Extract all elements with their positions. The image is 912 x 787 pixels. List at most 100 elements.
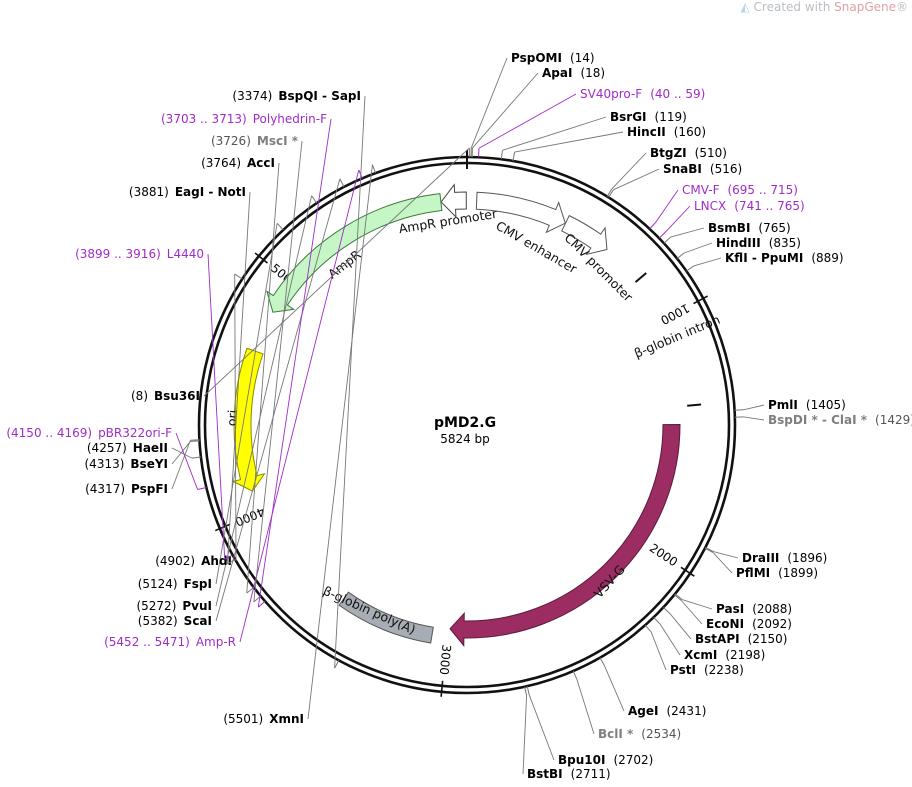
site-label-hincii: HincII(160) xyxy=(627,125,706,139)
plasmid-length: 5824 bp xyxy=(440,432,490,446)
site-leader-bsrgi xyxy=(502,116,607,151)
site-name: XcmI xyxy=(684,648,717,662)
site-position: (4257) xyxy=(87,441,127,455)
intron-start-mark xyxy=(634,272,647,283)
site-tick-eagi-noti xyxy=(227,558,236,565)
site-leader-pflmi xyxy=(712,552,733,574)
site-label-ahdi: (4902)AhdI xyxy=(155,554,232,568)
site-position: (695 .. 715) xyxy=(727,183,797,197)
site-label-msci: (3726)MscI * xyxy=(211,134,299,148)
site-leader-haeii xyxy=(171,447,193,459)
snapgene-logo-icon: ◭ xyxy=(740,0,750,14)
site-tick-haeii xyxy=(191,456,201,459)
site-label-l4440: (3899 .. 3916)L4440 xyxy=(75,247,204,261)
site-name: BstAPI xyxy=(695,632,740,646)
site-label-eagi-noti: (3881)EagI - NotI xyxy=(129,185,246,199)
site-name: BsmBI xyxy=(708,221,750,235)
site-tick-bseyi xyxy=(190,440,200,442)
site-label-cmv-f: CMV-F(695 .. 715) xyxy=(682,183,798,197)
site-tick-pbr322ori-f xyxy=(197,486,207,491)
site-position: (516) xyxy=(710,162,742,176)
tick-5000 xyxy=(254,252,268,264)
site-label-bsu36i: (8)Bsu36I xyxy=(131,389,200,403)
site-label-bspqi-sapi: (3374)BspQI - SapI xyxy=(232,89,361,103)
site-label-pflmi: PflMI (1899) xyxy=(736,566,818,580)
feature-cmv-promoter xyxy=(561,214,608,256)
site-name: PmlI xyxy=(768,398,798,412)
site-name: Amp-R xyxy=(196,635,236,649)
site-name: PspFI xyxy=(131,482,168,496)
site-leader-pspfi xyxy=(171,440,191,490)
site-name: L4440 xyxy=(167,247,204,261)
site-leader-bcli xyxy=(576,679,595,735)
site-label-pasi: PasI(2088) xyxy=(716,602,792,616)
site-leader-apai xyxy=(472,72,539,149)
site-leader-btgzi xyxy=(611,152,647,190)
site-leader-ahdi xyxy=(234,274,237,562)
site-tick-hindiii xyxy=(676,252,685,259)
site-name: SnaBI xyxy=(663,162,702,176)
feature-vsv-g xyxy=(449,424,681,648)
site-tick-econi xyxy=(674,594,682,601)
site-position: (2711) xyxy=(571,767,611,781)
site-label-amp-r: (5452 .. 5471)Amp-R xyxy=(104,635,236,649)
site-name: HaeII xyxy=(133,441,168,455)
site-position: (2702) xyxy=(613,753,653,767)
site-name: EcoNI xyxy=(706,617,744,631)
site-leader-bspdi-clai xyxy=(743,416,765,421)
site-tick-xmni xyxy=(371,164,376,174)
site-label-bspdi-clai: BspDI * - ClaI *(1429) xyxy=(768,413,912,427)
site-position: (2431) xyxy=(666,704,706,718)
site-leader-snabi xyxy=(613,168,660,191)
plasmid-name: pMD2.G xyxy=(434,415,496,431)
site-tick-bstbi xyxy=(524,686,528,696)
tick-label-2000: 2000 xyxy=(647,541,680,570)
site-name: PflMI xyxy=(736,566,770,580)
site-label-pspomi: PspOMI(14) xyxy=(511,51,595,65)
feature-ampr xyxy=(266,193,443,313)
site-leader-l4440 xyxy=(207,253,226,560)
site-name: BtgZI xyxy=(650,146,687,160)
site-position: (2238) xyxy=(704,663,744,677)
tick-2000 xyxy=(680,566,695,577)
plasmid-backbone xyxy=(197,150,737,695)
site-position: (5272) xyxy=(136,599,176,613)
site-tick-xcmi xyxy=(653,616,661,625)
site-leader-fspi xyxy=(215,223,278,585)
site-name: Polyhedrin-F xyxy=(253,112,327,126)
site-tick-ahdi xyxy=(234,273,243,280)
site-position: (4902) xyxy=(155,554,195,568)
site-leader-econi xyxy=(680,600,703,625)
site-leader-psti xyxy=(650,631,667,671)
site-label-scai: (5382)ScaI xyxy=(138,614,212,628)
site-label-snabi: SnaBI (516) xyxy=(663,162,742,176)
site-name: PspOMI xyxy=(511,51,562,65)
site-position: (835) xyxy=(769,236,801,250)
site-label-fspi: (5124)FspI xyxy=(138,577,212,591)
site-tick-pasi xyxy=(674,593,683,600)
site-position: (18) xyxy=(580,66,605,80)
site-name: AccI xyxy=(247,156,275,170)
site-tick-draiii xyxy=(705,547,714,553)
site-leader-hincii xyxy=(514,131,624,153)
site-name: DraIII xyxy=(742,551,779,565)
site-position: (1899) xyxy=(778,566,818,580)
site-labels: PspOMI(14)ApaI(18)SV40pro-F(40 .. 59)Bsr… xyxy=(6,51,912,781)
site-tick-bpu10i xyxy=(526,686,530,696)
site-tick-kfli-ppumi xyxy=(686,265,695,272)
site-label-pbr322ori-f: (4150 .. 4169)pBR322ori-F xyxy=(6,426,172,440)
site-name: AgeI xyxy=(628,704,658,718)
site-position: (1896) xyxy=(787,551,827,565)
site-leader-xmni xyxy=(307,164,373,720)
site-tick-bsrgi xyxy=(500,150,503,160)
site-position: (1405) xyxy=(806,398,846,412)
site-leader-agei xyxy=(603,665,625,712)
site-name: pBR322ori-F xyxy=(98,426,172,440)
site-name: BseYI xyxy=(130,457,168,471)
site-leader-polyhedrin-f xyxy=(257,118,332,608)
site-position: (765) xyxy=(758,221,790,235)
site-label-bstbi: BstBI(2711) xyxy=(527,767,611,781)
site-label-apai: ApaI(18) xyxy=(542,66,605,80)
site-position: (510) xyxy=(695,146,727,160)
